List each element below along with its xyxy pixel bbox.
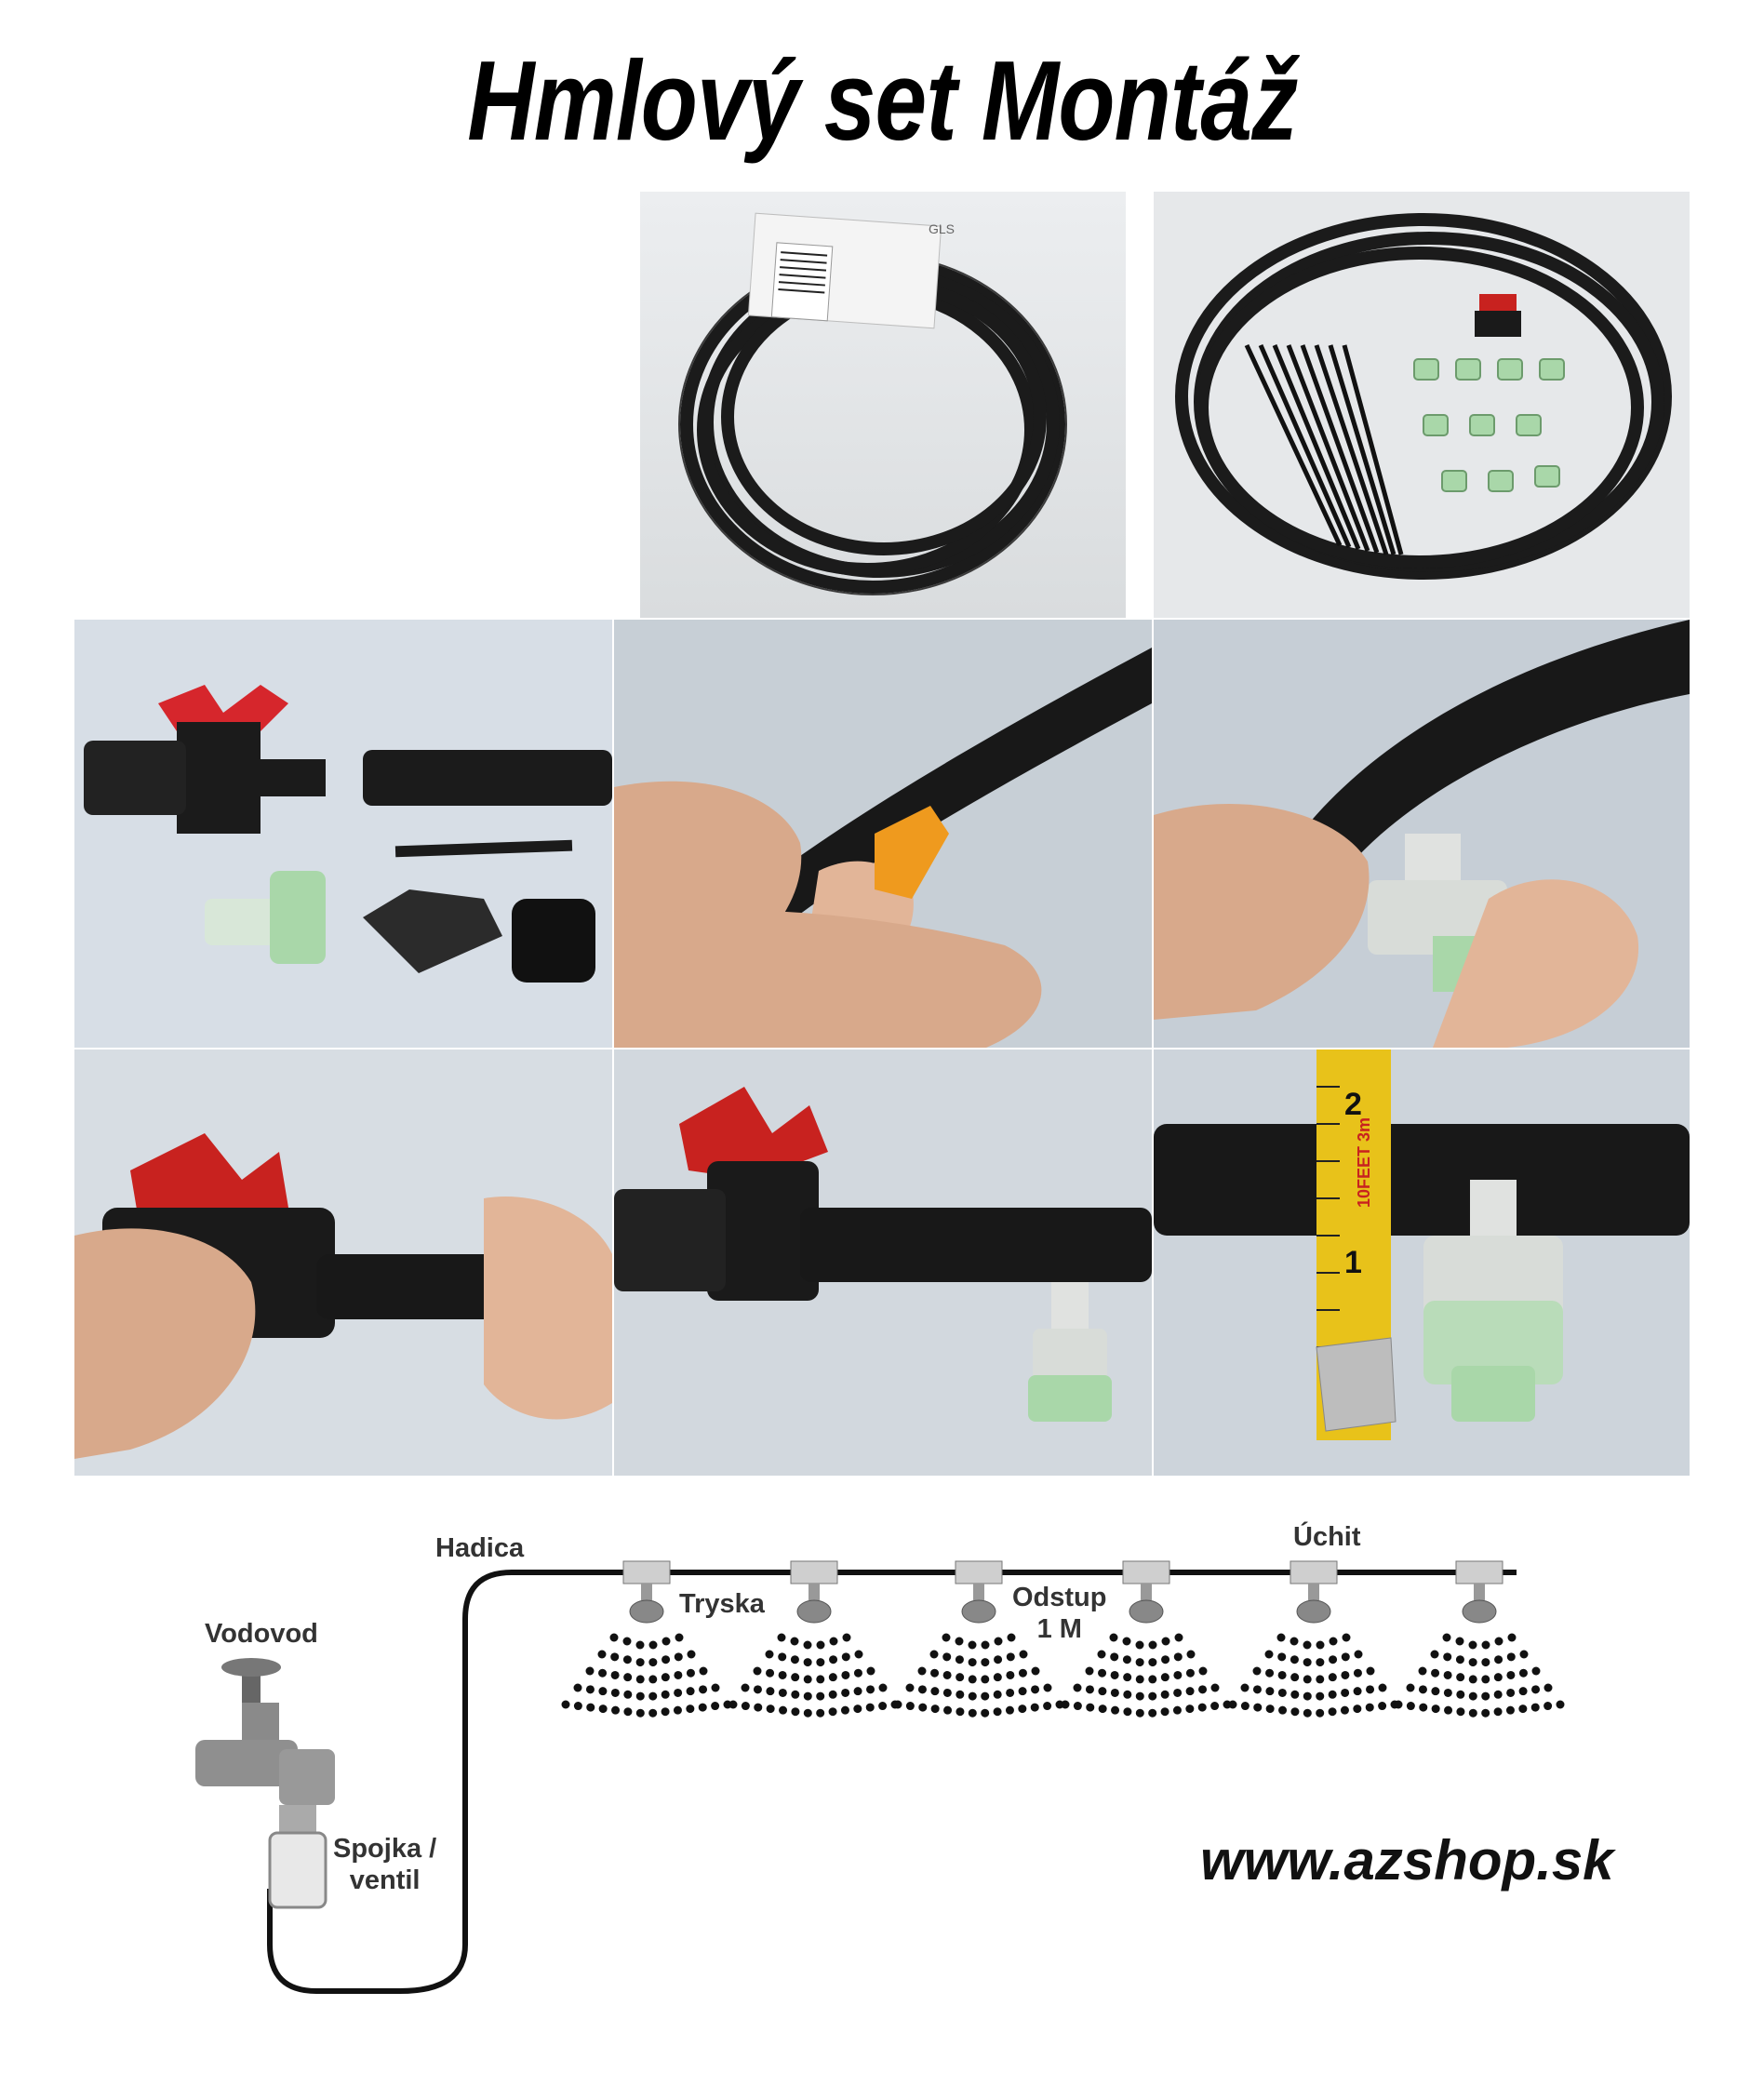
diagram-spray-pattern	[1228, 1633, 1399, 1718]
diagram-spray-pattern	[1394, 1633, 1565, 1718]
diagram-spray-pattern	[728, 1633, 900, 1718]
diagram-nozzle-icon	[1122, 1560, 1170, 1624]
page-title: Hmlový set Montáž	[467, 37, 1298, 164]
label-connector-line1: Spojka /	[333, 1834, 437, 1864]
photo-assembled-valve-and-nozzle	[614, 1050, 1152, 1476]
label-connector-line2: ventil	[349, 1865, 421, 1895]
diagram-spray-pattern	[1061, 1633, 1232, 1718]
label-hose: Hadica	[435, 1533, 525, 1563]
label-spacing-line2: 1 M	[1036, 1614, 1082, 1644]
photo-measuring-spacing: 2 1 10FEET 3m	[1154, 1050, 1690, 1476]
diagram-nozzle-icon	[622, 1560, 671, 1624]
photo-punching-hole	[614, 620, 1152, 1048]
label-spacing-line1: Odstup	[1012, 1583, 1107, 1612]
diagram-spray-pattern	[561, 1633, 732, 1718]
tape-text: 10FEET 3m	[1355, 1117, 1373, 1208]
photo-components-laid-out	[74, 620, 612, 1048]
label-connector: Spojka / ventil	[333, 1833, 436, 1896]
label-spacing: Odstup 1 M	[1012, 1582, 1107, 1645]
diagram-nozzle-icon	[1455, 1560, 1503, 1624]
photo-hose-coil-package: GLS	[640, 192, 1126, 618]
tape-number-2: 2	[1344, 1087, 1362, 1122]
diagram-nozzle-icon	[790, 1560, 838, 1624]
photo-inserting-nozzle	[1154, 620, 1690, 1048]
coil-package-label: GLS	[929, 221, 955, 236]
diagram-spray-pattern	[893, 1633, 1064, 1718]
label-clip: Úchit	[1293, 1522, 1361, 1552]
label-nozzle: Tryska	[679, 1589, 765, 1619]
tape-number-1: 1	[1344, 1245, 1362, 1280]
diagram-nozzle-icon	[955, 1560, 1003, 1624]
installation-diagram: Hadica Úchit Vodovod Tryska Odstup 1 M S…	[177, 1507, 1665, 2010]
diagram-nozzle-icon	[1290, 1560, 1338, 1624]
website-url[interactable]: www.azshop.sk	[1200, 1829, 1614, 1892]
photo-kit-contents	[1154, 192, 1690, 618]
label-water-supply: Vodovod	[205, 1619, 318, 1649]
photo-connecting-valve	[74, 1050, 612, 1476]
